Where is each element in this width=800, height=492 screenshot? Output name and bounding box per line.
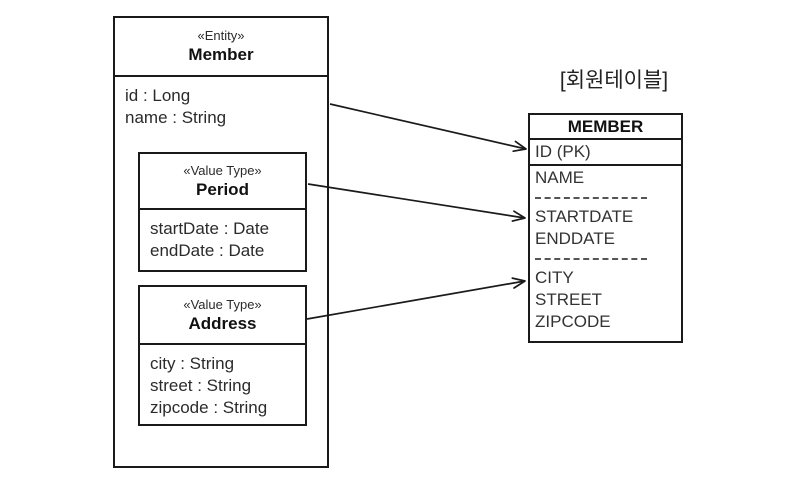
period-attributes: startDate : Date endDate : Date <box>140 210 305 270</box>
arrow-period-to-dates <box>307 183 526 222</box>
arrow-address-to-location <box>306 277 526 320</box>
entity-header: «Entity» Member <box>115 18 327 77</box>
table-row: STREET <box>535 290 603 309</box>
table-header: MEMBER <box>530 115 681 140</box>
period-header: «Value Type» Period <box>140 154 305 210</box>
address-attribute: city : String <box>150 354 235 373</box>
address-attribute: street : String <box>150 376 252 395</box>
entity-stereotype: «Entity» <box>197 28 245 43</box>
entity-attribute: id : Long <box>125 86 191 105</box>
table-pk-row: ID (PK) <box>530 140 681 166</box>
table-body: NAME STARTDATE ENDDATE CITY STREET ZIPCO… <box>530 166 681 333</box>
value-type-box-period: «Value Type» Period startDate : Date end… <box>138 152 307 272</box>
period-attribute: startDate : Date <box>150 219 270 238</box>
period-name: Period <box>196 179 249 199</box>
table-row: STARTDATE <box>535 207 634 226</box>
address-attributes: city : String street : String zipcode : … <box>140 345 305 427</box>
db-table-member: MEMBER ID (PK) NAME STARTDATE ENDDATE CI… <box>528 113 683 343</box>
table-row: CITY <box>535 268 574 287</box>
dashed-separator <box>535 258 647 260</box>
entity-attributes: id : Long name : String <box>115 77 327 137</box>
period-stereotype: «Value Type» <box>183 162 262 178</box>
address-name: Address <box>188 313 257 333</box>
table-title: [회원테이블] <box>559 69 669 92</box>
value-type-box-address: «Value Type» Address city : String stree… <box>138 285 307 426</box>
address-attribute: zipcode : String <box>150 398 268 417</box>
address-header: «Value Type» Address <box>140 287 305 345</box>
address-stereotype: «Value Type» <box>183 296 262 312</box>
entity-name: Member <box>188 45 254 64</box>
table-row: ENDDATE <box>535 229 615 248</box>
entity-attribute: name : String <box>125 108 227 127</box>
table-row: NAME <box>535 168 585 187</box>
table-row: ZIPCODE <box>535 312 611 331</box>
period-attribute: endDate : Date <box>150 241 265 260</box>
dashed-separator <box>535 197 647 199</box>
arrow-member-to-id-pk <box>329 103 527 153</box>
